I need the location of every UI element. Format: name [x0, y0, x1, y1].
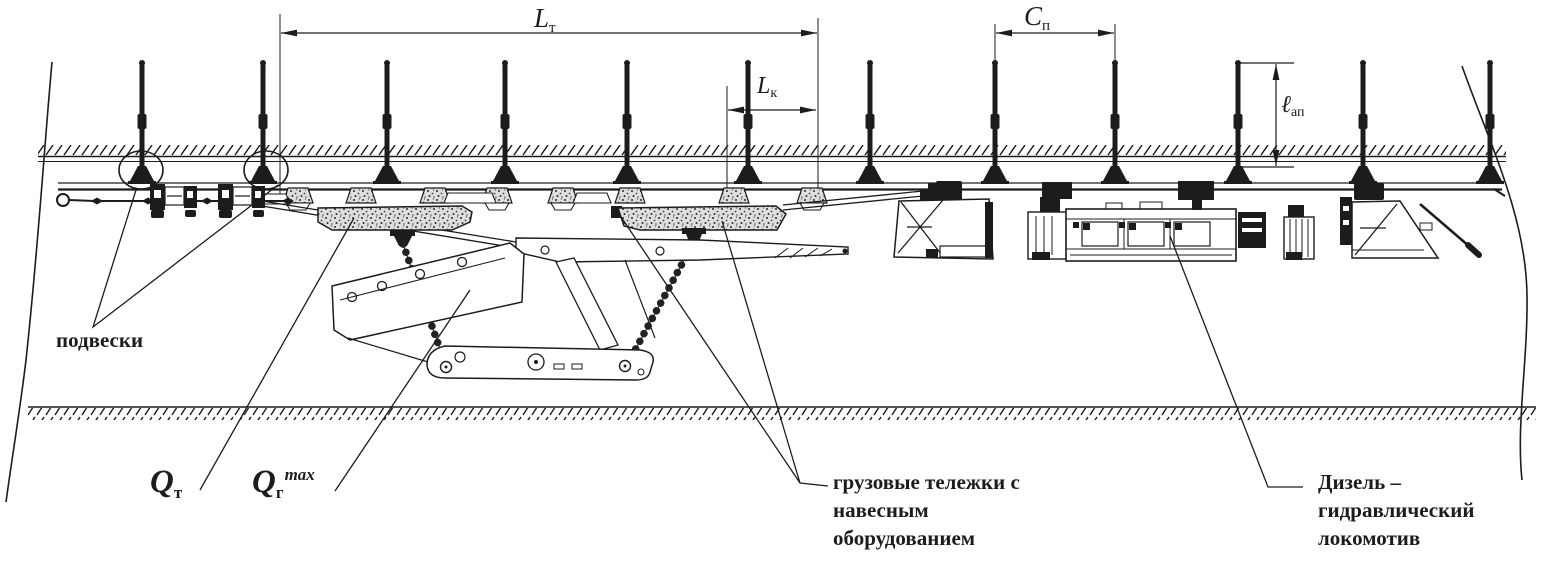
tow-hook — [56, 193, 70, 207]
leader-cargo-weight — [334, 289, 471, 492]
locomotive-cab-rear — [1351, 183, 1482, 259]
dimension-suspension-spacing — [996, 29, 1114, 37]
dim-cargo-unit-base: L — [757, 73, 771, 99]
locomotive — [893, 181, 1482, 262]
suspension-rods — [128, 60, 1504, 184]
label-suspensions: подвески — [56, 328, 144, 352]
leader-cargo-trolleys — [614, 207, 829, 487]
suspension-callout-circles — [118, 150, 289, 190]
dim-train-length-sub: т — [549, 20, 556, 36]
equipment-plate — [331, 242, 525, 341]
tunnel-floor — [28, 406, 1536, 420]
label-locomotive-line2: гидравлический — [1318, 498, 1475, 522]
dimension-anchor-length — [1235, 62, 1294, 168]
equipment-skid-bar — [426, 345, 654, 381]
dimension-train-length — [281, 29, 817, 37]
locomotive-converter-unit — [1027, 197, 1073, 260]
dimension-extension-lines — [279, 14, 1116, 196]
label-cargo-trolleys: грузовые тележки с навесным оборудование… — [833, 468, 1020, 552]
label-cargo-trolleys-line1: грузовые тележки с — [833, 470, 1020, 494]
label-cargo-weight-max: Qгmax — [252, 464, 315, 502]
cargo-trolley-beam-2 — [611, 205, 787, 244]
leader-trolley-weight — [199, 217, 355, 491]
left-portal-edge — [5, 61, 53, 503]
leader-suspensions — [91, 184, 279, 329]
dim-label-suspension-spacing: Cп — [1024, 1, 1050, 35]
dim-label-train-length: Lт — [534, 3, 556, 37]
cargo-trolley-beam-1 — [317, 205, 473, 246]
dim-label-anchor-length: ℓап — [1281, 92, 1305, 121]
dim-anchor-length-base: ℓ — [1281, 92, 1291, 118]
right-portal-edge — [1461, 65, 1528, 481]
leader-locomotive — [1169, 235, 1303, 488]
callout-leaders — [91, 184, 1303, 492]
locomotive-cab-front — [893, 183, 994, 260]
tunnel-roof — [38, 145, 1506, 162]
label-locomotive-line1: Дизель – — [1318, 470, 1401, 494]
dimension-cargo-unit-length — [728, 106, 816, 114]
label-locomotive: Дизель – гидравлический локомотив — [1318, 468, 1474, 552]
locomotive-body — [1042, 181, 1237, 262]
dim-suspension-spacing-sub: п — [1042, 18, 1051, 34]
suspended-equipment — [331, 237, 849, 381]
equipment-arm — [515, 237, 849, 263]
label-cargo-trolleys-line2: навесным — [833, 498, 929, 522]
dim-train-length-base: L — [534, 3, 550, 33]
dim-suspension-spacing-base: C — [1024, 1, 1043, 31]
dim-label-cargo-unit-length: Lк — [757, 73, 777, 102]
label-locomotive-line3: локомотив — [1318, 526, 1421, 550]
label-trolley-weight: Qт — [150, 464, 183, 502]
equipment-strut — [555, 257, 619, 351]
locomotive-coupler-section — [1238, 197, 1352, 260]
dim-anchor-length-sub: ап — [1291, 105, 1305, 120]
dim-cargo-unit-sub: к — [770, 86, 778, 101]
label-cargo-trolleys-line3: оборудованием — [833, 526, 976, 550]
